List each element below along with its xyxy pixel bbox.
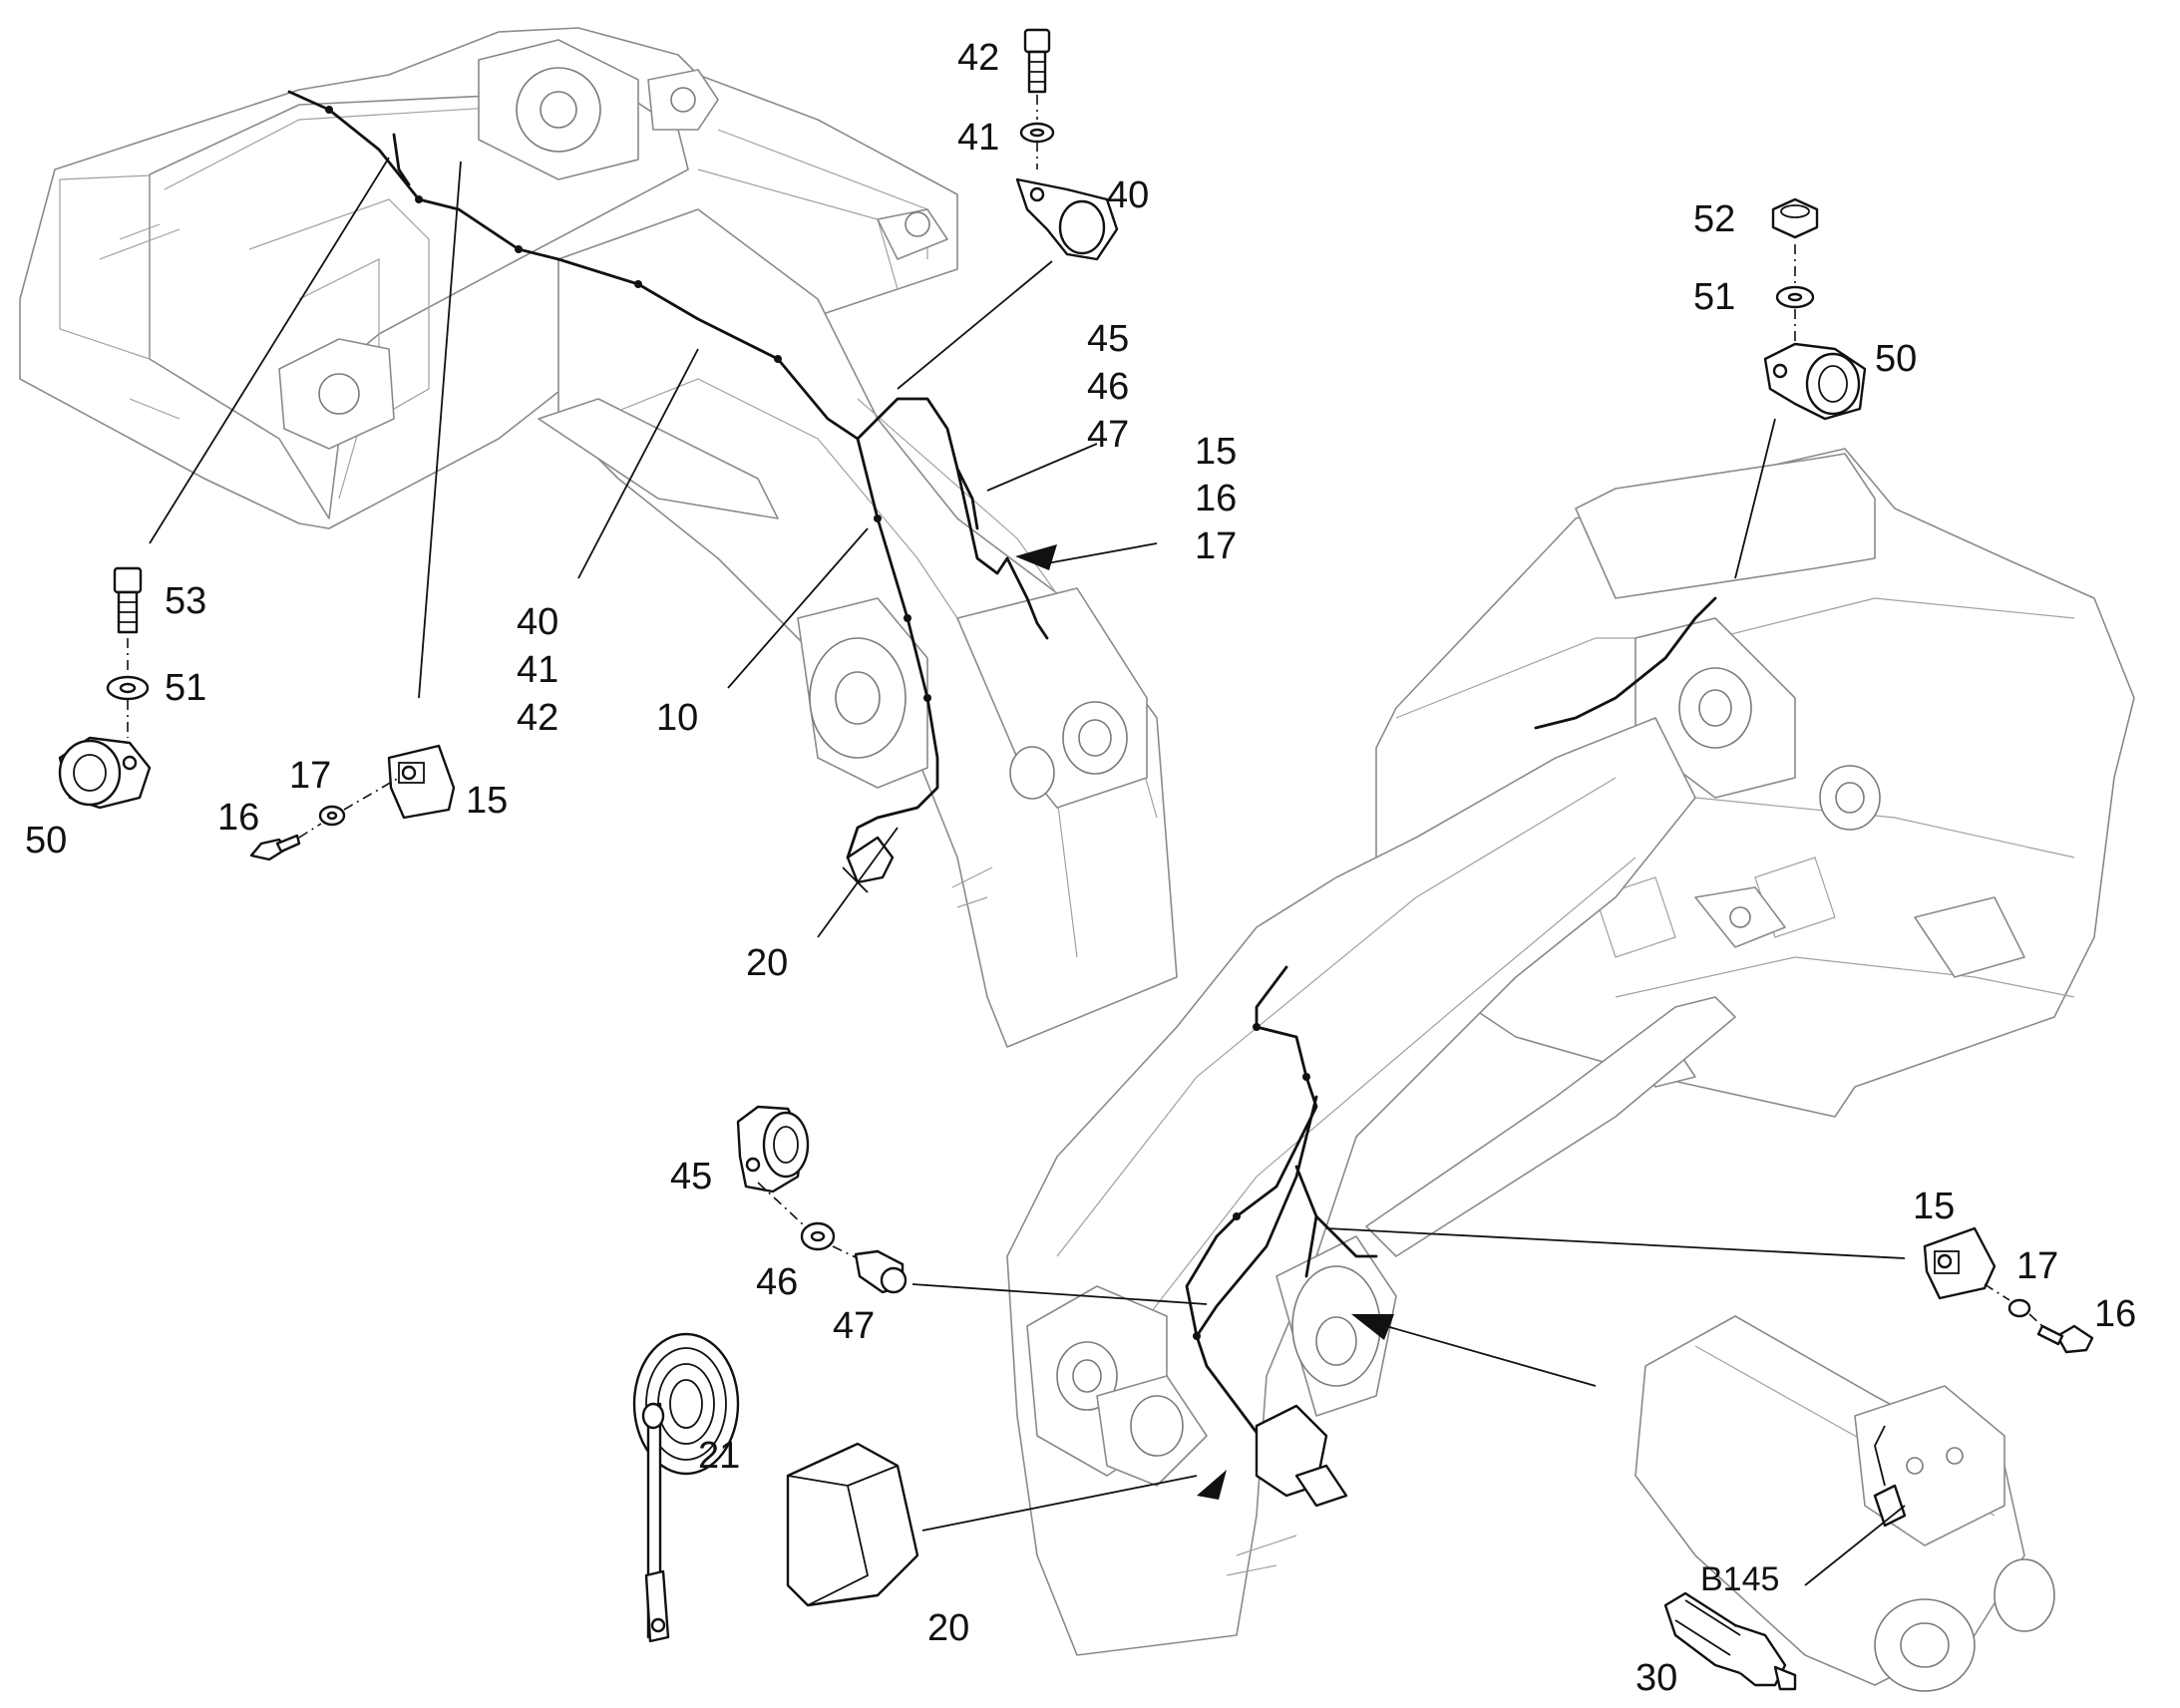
part-15-bracket-right bbox=[1923, 1226, 1997, 1300]
callout-47-top: 47 bbox=[1087, 414, 1129, 456]
callout-40-top: 40 bbox=[1107, 174, 1149, 216]
hydraulic-cylinder bbox=[1635, 1315, 2055, 1692]
callout-16-right: 16 bbox=[2094, 1293, 2136, 1335]
part-21-horn bbox=[632, 1332, 740, 1643]
callout-41-mid: 41 bbox=[517, 649, 558, 691]
part-15-bracket-left bbox=[387, 744, 456, 820]
part-41-washer-top bbox=[1019, 122, 1055, 144]
callout-B145: B145 bbox=[1700, 1560, 1779, 1598]
part-17-washer-right bbox=[2007, 1298, 2031, 1318]
callout-45-top: 45 bbox=[1087, 318, 1129, 360]
callout-40-mid: 40 bbox=[517, 601, 558, 643]
callout-15-left: 15 bbox=[466, 780, 508, 822]
part-51-washer-left bbox=[106, 675, 150, 701]
callout-53: 53 bbox=[165, 580, 206, 622]
callout-17-top: 17 bbox=[1195, 525, 1237, 567]
callout-20-low: 20 bbox=[927, 1607, 969, 1649]
callout-16-left: 16 bbox=[217, 797, 259, 839]
pressure-sensor-mount bbox=[1873, 1425, 1907, 1528]
part-51-washer-right bbox=[1775, 285, 1815, 309]
lower-rear-frame bbox=[1375, 448, 2135, 1118]
arrowheads bbox=[1015, 544, 1394, 1500]
part-47-bolt-lower bbox=[854, 1249, 908, 1294]
lower-boom-arm bbox=[1006, 717, 1696, 1656]
part-52-nut bbox=[1771, 197, 1819, 239]
callout-46-low: 46 bbox=[756, 1261, 798, 1303]
part-46-washer-lower bbox=[800, 1221, 836, 1251]
part-42-bolt-top bbox=[1023, 28, 1051, 94]
lower-harness bbox=[1185, 596, 1717, 1448]
upper-rear-frame bbox=[19, 27, 958, 529]
part-16-bolt-left bbox=[249, 834, 301, 861]
part-50-clamp-right bbox=[1763, 342, 1867, 421]
upper-boom-arm bbox=[538, 208, 1178, 1048]
callout-46-top: 46 bbox=[1087, 366, 1129, 408]
callout-42-top: 42 bbox=[957, 37, 999, 79]
part-16-bolt-right bbox=[2036, 1324, 2094, 1354]
callout-30: 30 bbox=[1635, 1657, 1677, 1699]
callout-51-right: 51 bbox=[1693, 276, 1735, 318]
callout-50-right: 50 bbox=[1875, 338, 1917, 380]
callout-10: 10 bbox=[656, 697, 698, 739]
callout-16-top: 16 bbox=[1195, 478, 1237, 519]
part-30-pressure-sensor bbox=[1663, 1591, 1797, 1691]
callout-17-right: 17 bbox=[2016, 1245, 2058, 1287]
lower-horn-mount bbox=[1255, 1404, 1348, 1508]
callout-50-left: 50 bbox=[25, 820, 67, 861]
part-40-clamp-top bbox=[1015, 177, 1119, 261]
upper-harness-10 bbox=[287, 90, 1049, 859]
leader-lines bbox=[149, 157, 1906, 1586]
part-20-buzzer bbox=[786, 1442, 919, 1607]
part-53-bolt bbox=[113, 566, 143, 634]
callout-41-top: 41 bbox=[957, 117, 999, 159]
callout-52: 52 bbox=[1693, 198, 1735, 240]
part-50-clamp-left bbox=[58, 736, 152, 810]
callout-15-right: 15 bbox=[1913, 1186, 1955, 1227]
part-17-washer-left bbox=[318, 805, 346, 827]
callout-15-top: 15 bbox=[1195, 431, 1237, 473]
callout-45-low: 45 bbox=[670, 1156, 712, 1197]
callout-21: 21 bbox=[698, 1435, 740, 1477]
part-45-clamp-lower bbox=[736, 1105, 810, 1194]
callout-51-left: 51 bbox=[165, 667, 206, 709]
callout-47-low: 47 bbox=[833, 1305, 875, 1347]
callout-17-left: 17 bbox=[289, 755, 331, 797]
callout-20-top: 20 bbox=[746, 942, 788, 984]
harness-clamp-marks bbox=[325, 106, 1310, 1340]
callout-42-mid: 42 bbox=[517, 697, 558, 739]
